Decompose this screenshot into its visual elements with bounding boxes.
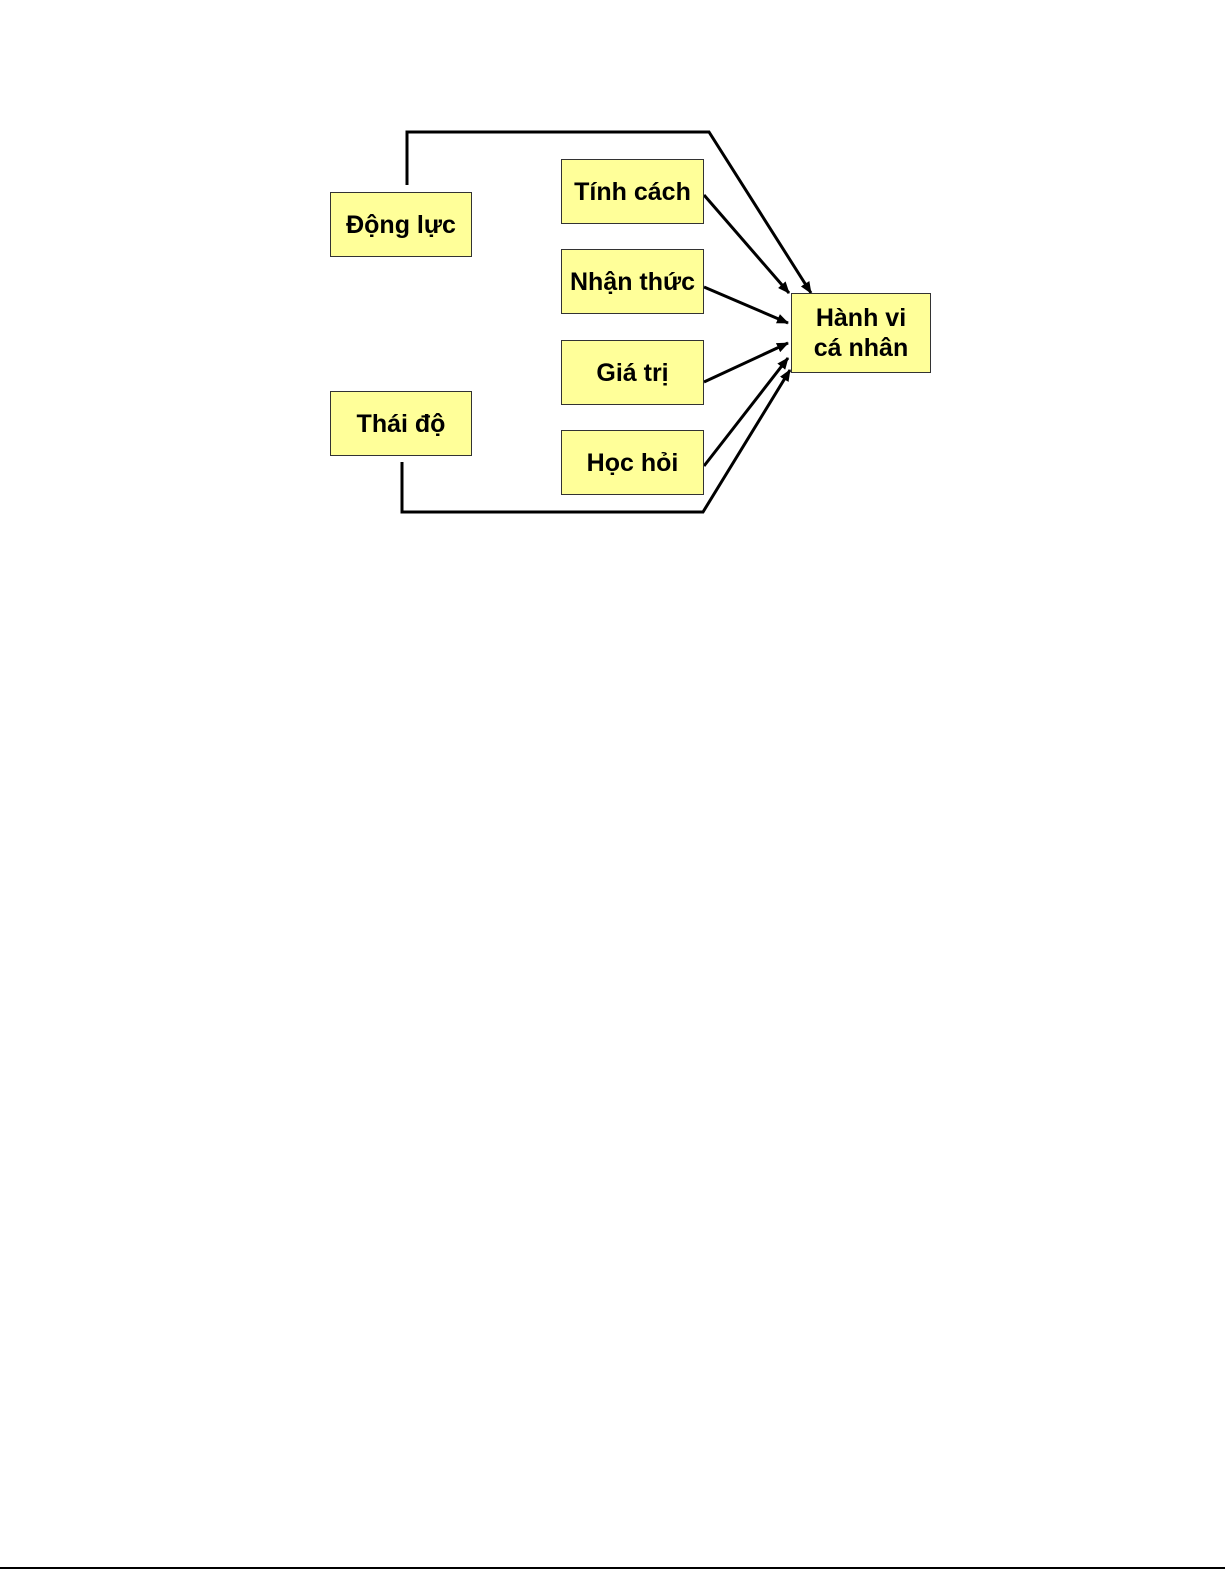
node-gia-tri: Giá trị [561,340,704,405]
page-bottom-rule [0,1567,1225,1569]
node-hanh-vi-label-line1: Hành vi [816,303,906,333]
node-hoc-hoi: Học hỏi [561,430,704,495]
node-hanh-vi-ca-nhan: Hành vi cá nhân [791,293,931,373]
node-hanh-vi-label-line2: cá nhân [814,333,908,363]
node-dong-luc-label: Động lực [346,210,456,240]
node-nhan-thuc: Nhận thức [561,249,704,314]
node-thai-do-label: Thái độ [357,409,446,439]
node-hoc-hoi-label: Học hỏi [587,448,679,478]
node-gia-tri-label: Giá trị [596,358,668,388]
edge-nhan-thuc-to-hanh-vi [704,287,788,323]
edge-tinh-cach-to-hanh-vi [704,195,789,293]
node-tinh-cach: Tính cách [561,159,704,224]
node-nhan-thuc-label: Nhận thức [570,267,695,297]
node-tinh-cach-label: Tính cách [574,177,691,207]
node-thai-do: Thái độ [330,391,472,456]
node-dong-luc: Động lực [330,192,472,257]
edge-hoc-hoi-to-hanh-vi [704,358,788,466]
